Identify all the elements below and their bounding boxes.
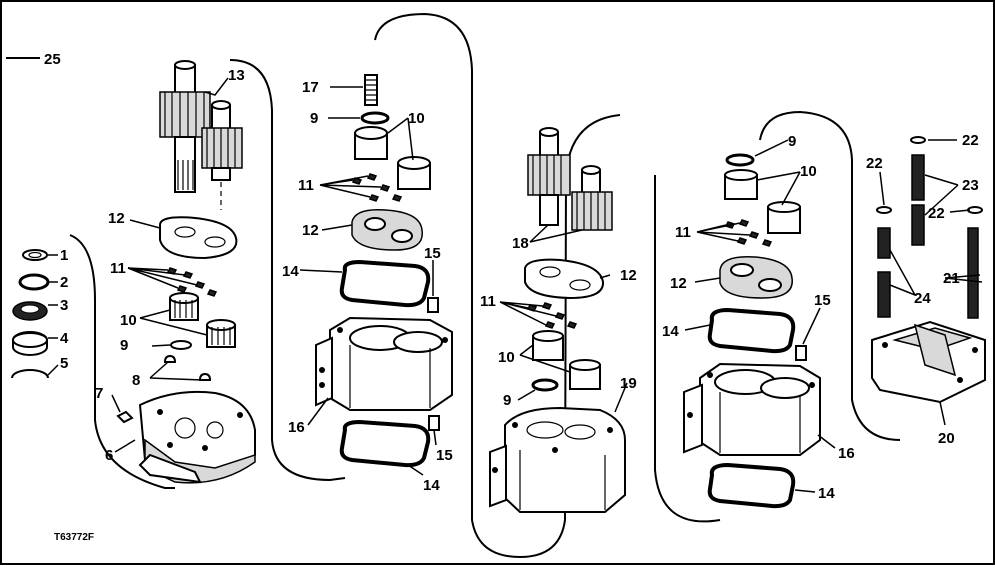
callout-6: 6 — [105, 447, 113, 464]
callout-22c: 22 — [928, 205, 945, 222]
snap-ring-5 — [11, 369, 49, 379]
washer-9b — [360, 111, 390, 125]
leader-lines — [47, 77, 983, 493]
springs-23 — [911, 154, 925, 246]
callout-10b: 10 — [408, 110, 425, 127]
ring-4-top — [12, 332, 48, 348]
callout-14d: 14 — [818, 485, 835, 502]
gear-shafts-18 — [527, 127, 613, 231]
seal-kit-11c — [526, 302, 578, 329]
callout-5: 5 — [60, 355, 68, 372]
pin-8a — [163, 354, 177, 363]
callout-12b: 12 — [302, 222, 319, 239]
washer-9c — [531, 378, 559, 392]
callout-9d: 9 — [788, 133, 796, 150]
callout-24: 24 — [914, 290, 931, 307]
callout-11d: 11 — [675, 224, 691, 241]
callout-15b: 15 — [436, 447, 453, 464]
shaft-17-splines — [365, 79, 377, 101]
washer-1 — [22, 249, 48, 261]
callout-22a: 22 — [866, 155, 883, 172]
bushings-10d — [724, 169, 801, 234]
callout-14c: 14 — [662, 323, 679, 340]
callout-11a: 11 — [110, 260, 126, 277]
callout-14a: 14 — [282, 263, 299, 280]
gasket-14c — [707, 307, 796, 354]
callout-11b: 11 — [298, 177, 314, 194]
callout-12a: 12 — [108, 210, 125, 227]
callout-15a: 15 — [424, 245, 441, 262]
gasket-14d — [707, 462, 796, 509]
spring-21 — [967, 227, 979, 319]
figure-id: T63772F — [54, 532, 94, 543]
callout-25: 25 — [44, 51, 61, 68]
callout-10a: 10 — [120, 312, 137, 329]
bearing-plate-12b — [351, 209, 423, 251]
dowel-15a — [427, 297, 439, 313]
callout-19: 19 — [620, 375, 637, 392]
callout-9b: 9 — [310, 110, 318, 127]
callout-2: 2 — [60, 274, 68, 291]
callout-4: 4 — [60, 330, 69, 347]
bushings-10c — [532, 330, 601, 390]
callout-8: 8 — [132, 372, 140, 389]
end-cover-20 — [871, 320, 986, 404]
seal-stack — [11, 249, 50, 379]
gasket-14b — [339, 419, 431, 468]
washer-1-hole — [28, 251, 42, 259]
bushings-10b — [354, 126, 431, 190]
callout-12d: 12 — [670, 275, 687, 292]
flange-housing-6 — [138, 390, 256, 484]
callout-10c: 10 — [498, 349, 515, 366]
plug-7 — [116, 410, 134, 424]
dowel-15b — [428, 415, 440, 431]
callout-9a: 9 — [120, 337, 128, 354]
callout-15c: 15 — [814, 292, 831, 309]
callout-16b: 16 — [838, 445, 855, 462]
callout-20: 20 — [938, 430, 955, 447]
pin-8b — [198, 372, 212, 381]
callout-17: 17 — [302, 79, 319, 96]
washer-22b — [876, 206, 892, 214]
callout-18: 18 — [512, 235, 529, 252]
bearing-plate-12c — [524, 258, 605, 300]
gear-shafts-13 — [159, 60, 243, 210]
callout-11c: 11 — [480, 293, 496, 310]
o-ring-2 — [18, 273, 50, 291]
callout-16a: 16 — [288, 419, 305, 436]
callout-7: 7 — [95, 385, 103, 402]
callout-21: 21 — [943, 270, 960, 287]
washer-22a — [910, 136, 926, 144]
callout-3: 3 — [60, 297, 68, 314]
washer-9d — [725, 153, 755, 167]
callout-23: 23 — [962, 177, 979, 194]
dowel-15c — [795, 345, 807, 361]
callout-9c: 9 — [503, 392, 511, 409]
callout-1: 1 — [60, 247, 68, 264]
assembly-sequence-line — [6, 12, 901, 559]
washer-22c — [967, 206, 983, 214]
callout-10d: 10 — [800, 163, 817, 180]
seal-kit-11b — [351, 173, 403, 202]
bushings-10a — [169, 292, 236, 348]
bearing-plate-12d — [719, 256, 793, 299]
springs-24 — [877, 227, 891, 318]
callout-13: 13 — [228, 67, 245, 84]
cover-body-19 — [489, 406, 626, 513]
bearing-3-bore — [20, 304, 40, 314]
callout-12c: 12 — [620, 267, 637, 284]
callout-14b: 14 — [423, 477, 440, 494]
callout-22b: 22 — [962, 132, 979, 149]
bearing-plate-12a — [159, 216, 238, 260]
callout-labels: 25 1 2 3 4 5 6 7 8 9 10 11 12 13 17 9 10… — [44, 51, 979, 502]
seal-kit-11d — [724, 219, 773, 247]
gasket-14a — [339, 259, 431, 308]
pump-body-16a — [315, 316, 453, 411]
pump-body-16b — [683, 362, 821, 456]
washer-9a — [170, 340, 192, 350]
